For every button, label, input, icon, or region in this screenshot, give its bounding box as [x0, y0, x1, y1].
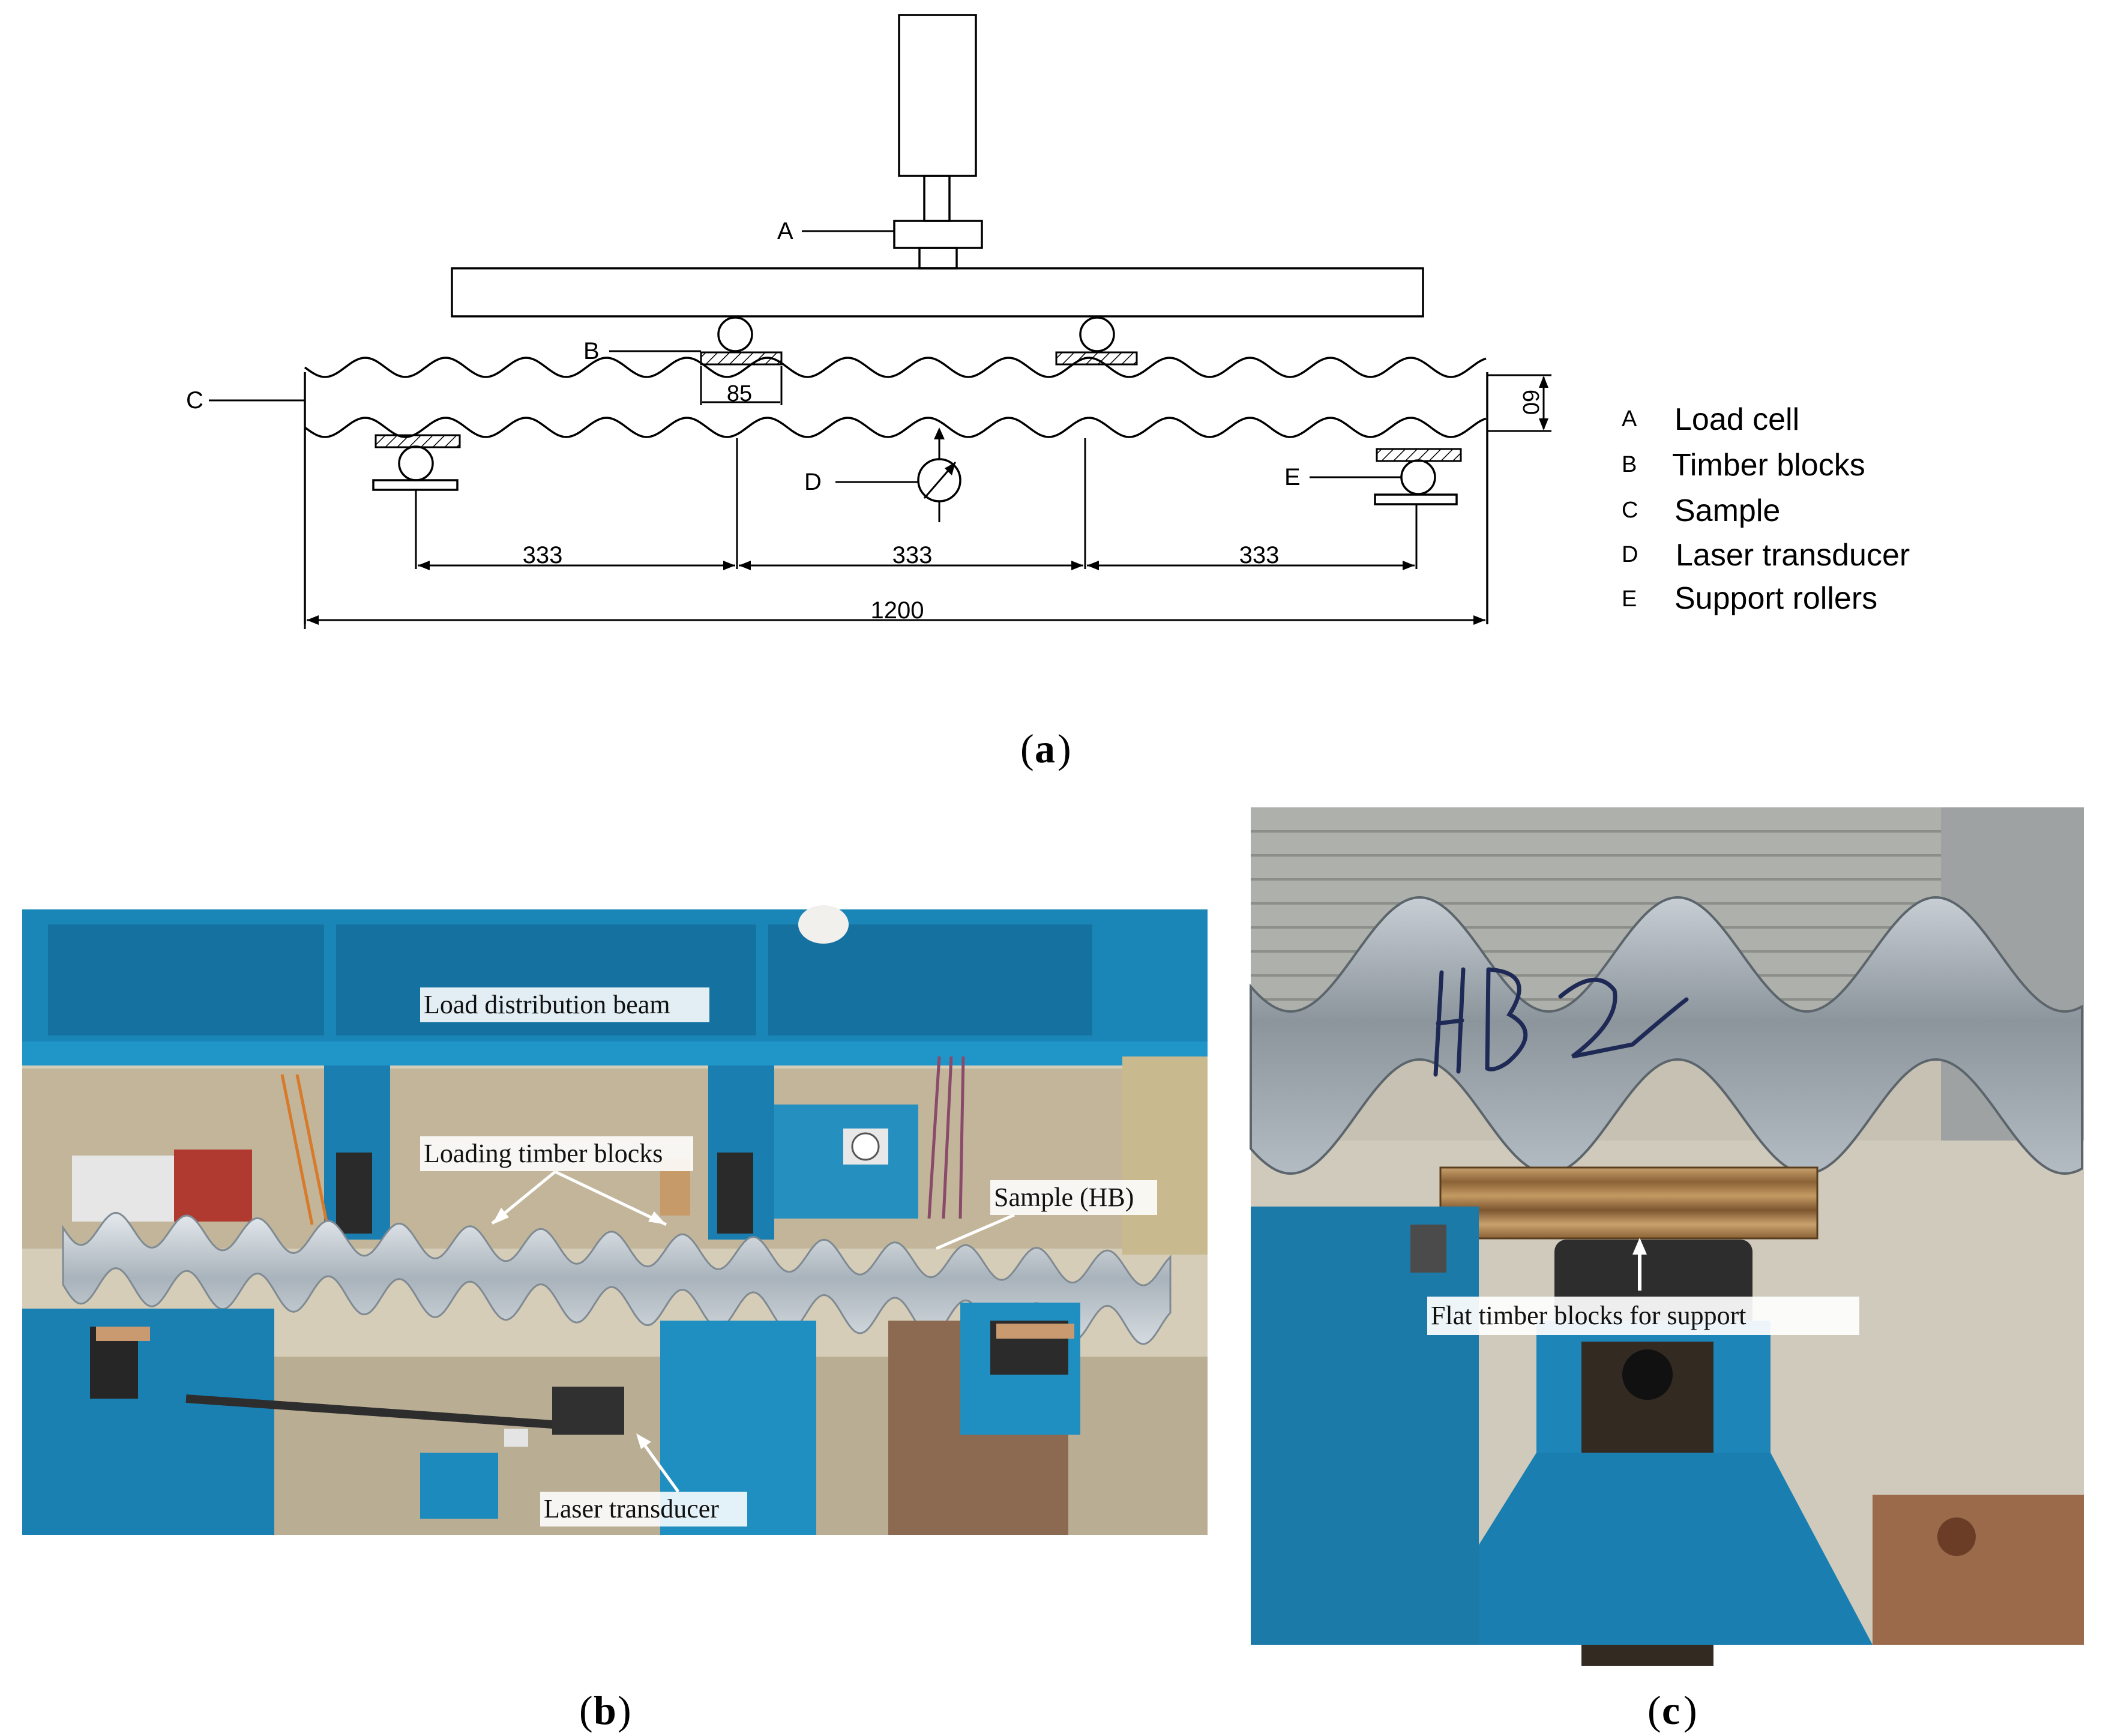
dim-span-2: 333: [892, 542, 933, 568]
legend-text-e: Support rollers: [1674, 581, 1877, 616]
support-roller-left: [398, 445, 434, 481]
legend-key-b: B: [1622, 452, 1637, 477]
legend: A Load cell B Timber blocks C Sample D L…: [1622, 402, 1910, 616]
dim-depth: 60: [1518, 390, 1543, 415]
marker-c: C: [186, 387, 203, 414]
panel-b-annotations: Load distribution beam Loading timber bl…: [420, 987, 1157, 1527]
loading-roller-left: [717, 316, 753, 352]
load-cell: [893, 220, 983, 249]
marker-e: E: [1284, 464, 1301, 490]
label-loading-timber-blocks: Loading timber blocks: [424, 1139, 663, 1168]
actuator-cylinder: [898, 14, 977, 177]
handwritten-marking: [1433, 967, 1689, 1077]
svg-text:b: b: [594, 1687, 616, 1733]
caption-a: ( a ): [1020, 726, 1071, 771]
support-plate-right: [1374, 493, 1458, 505]
support-plate-left: [372, 479, 459, 491]
svg-text:): ): [1058, 726, 1071, 771]
support-block-left: [375, 434, 461, 448]
svg-text:(: (: [579, 1687, 593, 1733]
label-load-distribution-beam: Load distribution beam: [424, 990, 670, 1019]
caption-b: ( b ): [579, 1687, 631, 1733]
close-up-corrugated-sheet: [1250, 896, 2083, 1175]
legend-key-a: A: [1622, 406, 1637, 432]
marker-a: A: [777, 218, 793, 244]
legend-text-b: Timber blocks: [1672, 448, 1865, 483]
legend-key-d: D: [1622, 542, 1638, 567]
marker-d: D: [804, 469, 822, 495]
legend-text-a: Load cell: [1674, 402, 1799, 437]
photo-corrugated-sheet: [62, 1211, 1172, 1345]
dim-total: 1200: [871, 597, 924, 624]
schematic-diagram: A B C 85 60: [186, 14, 1551, 629]
svg-text:): ): [1683, 1687, 1697, 1733]
label-laser-transducer: Laser transducer: [544, 1494, 719, 1524]
loading-roller-right: [1079, 316, 1115, 352]
photo-support-detail: [1250, 807, 2084, 1666]
sample-bottom-profile: [304, 417, 1487, 438]
legend-text-d: Laser transducer: [1676, 538, 1910, 573]
flat-timber-block: [1439, 1166, 1819, 1240]
legend-key-e: E: [1622, 586, 1637, 612]
timber-block-left: [700, 351, 783, 366]
panel-c-annotations: Flat timber blocks for support: [1427, 1238, 1859, 1335]
svg-text:(: (: [1020, 726, 1034, 771]
label-flat-timber-blocks: Flat timber blocks for support: [1431, 1301, 1746, 1330]
actuator-rod: [923, 175, 951, 222]
legend-key-c: C: [1622, 498, 1638, 523]
dim-span-1: 333: [523, 542, 563, 568]
support-block-right: [1376, 448, 1462, 462]
dim-block: 85: [727, 381, 752, 406]
load-distribution-beam: [451, 267, 1424, 318]
svg-text:a: a: [1035, 726, 1055, 771]
label-sample-hb: Sample (HB): [994, 1183, 1134, 1212]
caption-c: ( c ): [1647, 1687, 1697, 1733]
photo-test-setup: [22, 905, 1208, 1535]
legend-text-c: Sample: [1674, 493, 1780, 528]
svg-text:c: c: [1662, 1687, 1680, 1733]
svg-text:(: (: [1647, 1687, 1661, 1733]
svg-text:): ): [618, 1687, 631, 1733]
sample-top-profile: [304, 357, 1487, 378]
dim-span-3: 333: [1239, 542, 1280, 568]
load-cell-stem: [918, 247, 958, 270]
support-roller-right: [1400, 459, 1436, 495]
